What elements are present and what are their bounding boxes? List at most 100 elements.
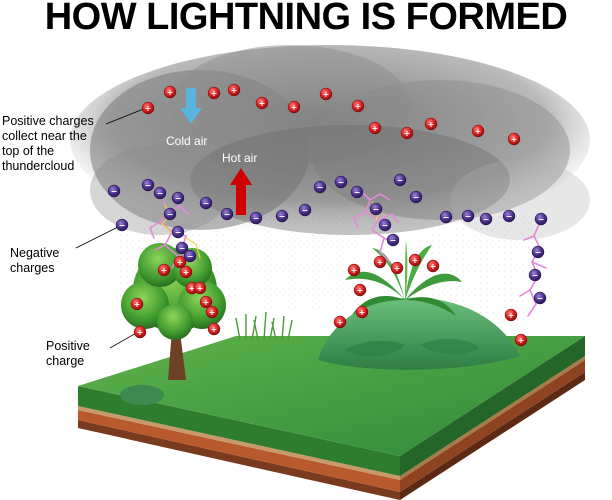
svg-text:+: + (372, 124, 379, 133)
svg-text:+: + (508, 311, 515, 320)
svg-text:−: − (373, 205, 380, 214)
negative-charge-marker: − (334, 175, 348, 189)
positive-charge-marker: + (207, 322, 221, 336)
positive-charge-marker: + (514, 333, 528, 347)
svg-text:+: + (167, 88, 174, 97)
positive-charge-marker: + (199, 295, 213, 309)
positive-charge-marker: + (207, 86, 221, 100)
negative-charge-marker: − (199, 196, 213, 210)
svg-text:−: − (253, 214, 260, 223)
svg-text:−: − (538, 215, 545, 224)
negative-charge-marker: − (275, 209, 289, 223)
negative-charge-marker: − (386, 233, 400, 247)
label-line: charge (46, 354, 85, 368)
svg-text:+: + (337, 318, 344, 327)
rock (120, 385, 164, 405)
positive-charge-marker: + (205, 305, 219, 319)
negative-charge-marker: − (298, 203, 312, 217)
svg-text:−: − (535, 248, 542, 257)
negative-charge-marker: − (439, 210, 453, 224)
label-line: Positive (46, 339, 90, 353)
svg-text:−: − (279, 212, 286, 221)
svg-text:+: + (203, 298, 210, 307)
negative-charge-marker: − (393, 173, 407, 187)
svg-text:+: + (209, 308, 216, 317)
svg-text:+: + (177, 258, 184, 267)
svg-text:−: − (157, 189, 164, 198)
palm-bush (345, 240, 462, 316)
positive-charge-marker: + (408, 253, 422, 267)
svg-text:+: + (183, 268, 190, 277)
svg-text:+: + (291, 103, 298, 112)
svg-text:+: + (189, 284, 196, 293)
positive-charge-marker: + (141, 101, 155, 115)
svg-text:+: + (357, 286, 364, 295)
negative-charge-marker: − (531, 245, 545, 259)
positive-charge-marker: + (507, 132, 521, 146)
positive-charge-marker: + (319, 87, 333, 101)
negative-charge-marker: − (502, 209, 516, 223)
svg-text:−: − (532, 271, 539, 280)
positive-charge-marker: + (163, 85, 177, 99)
svg-text:−: − (175, 194, 182, 203)
svg-text:−: − (224, 210, 231, 219)
hill (318, 297, 520, 370)
svg-text:+: + (137, 328, 144, 337)
negative-charge-marker: − (163, 207, 177, 221)
svg-text:−: − (167, 210, 174, 219)
positive-charge-marker: + (347, 263, 361, 277)
label-negative-charges: Negative charges (10, 246, 90, 276)
charges: +++++++++++++++++++++++++++++++++−−−−−−−… (107, 83, 548, 347)
svg-text:−: − (537, 294, 544, 303)
positive-charge-marker: + (130, 297, 144, 311)
negative-charge-marker: − (115, 218, 129, 232)
negative-charge-marker: − (409, 190, 423, 204)
positive-charge-marker: + (351, 99, 365, 113)
positive-charge-marker: + (400, 126, 414, 140)
negative-charge-marker: − (479, 212, 493, 226)
svg-text:+: + (323, 90, 330, 99)
svg-text:+: + (197, 284, 204, 293)
label-line: Negative (10, 246, 60, 260)
negative-charge-marker: − (171, 191, 185, 205)
cold-air-arrow (180, 88, 202, 124)
svg-text:−: − (338, 178, 345, 187)
positive-charge-marker: + (390, 261, 404, 275)
negative-charge-marker: − (369, 202, 383, 216)
positive-charge-marker: + (353, 283, 367, 297)
negative-charge-marker: − (534, 212, 548, 226)
positive-charge-marker: + (173, 255, 187, 269)
negative-charge-marker: − (528, 268, 542, 282)
positive-charge-marker: + (368, 121, 382, 135)
svg-text:−: − (317, 183, 324, 192)
positive-charge-marker: + (133, 325, 147, 339)
positive-charge-marker: + (426, 259, 440, 273)
svg-text:+: + (231, 86, 238, 95)
positive-charge-marker: + (287, 100, 301, 114)
negative-charge-marker: − (378, 218, 392, 232)
positive-charge-marker: + (157, 263, 171, 277)
svg-text:−: − (443, 213, 450, 222)
svg-text:+: + (511, 135, 518, 144)
svg-text:+: + (475, 127, 482, 136)
negative-charge-marker: − (183, 249, 197, 263)
svg-text:−: − (119, 221, 126, 230)
svg-text:−: − (390, 236, 397, 245)
svg-text:−: − (354, 188, 361, 197)
svg-text:+: + (394, 264, 401, 273)
label-positive-charge: Positive charge (46, 339, 116, 369)
svg-text:−: − (187, 252, 194, 261)
svg-text:−: − (506, 212, 513, 221)
svg-text:−: − (397, 176, 404, 185)
negative-charge-marker: − (107, 184, 121, 198)
negative-charge-marker: − (175, 241, 189, 255)
svg-text:+: + (430, 262, 437, 271)
positive-charge-marker: + (193, 281, 207, 295)
positive-charge-marker: + (333, 315, 347, 329)
label-line: Positive charges (2, 114, 94, 128)
svg-text:+: + (377, 258, 384, 267)
negative-charge-marker: − (171, 225, 185, 239)
svg-text:−: − (413, 193, 420, 202)
positive-charge-marker: + (179, 265, 193, 279)
